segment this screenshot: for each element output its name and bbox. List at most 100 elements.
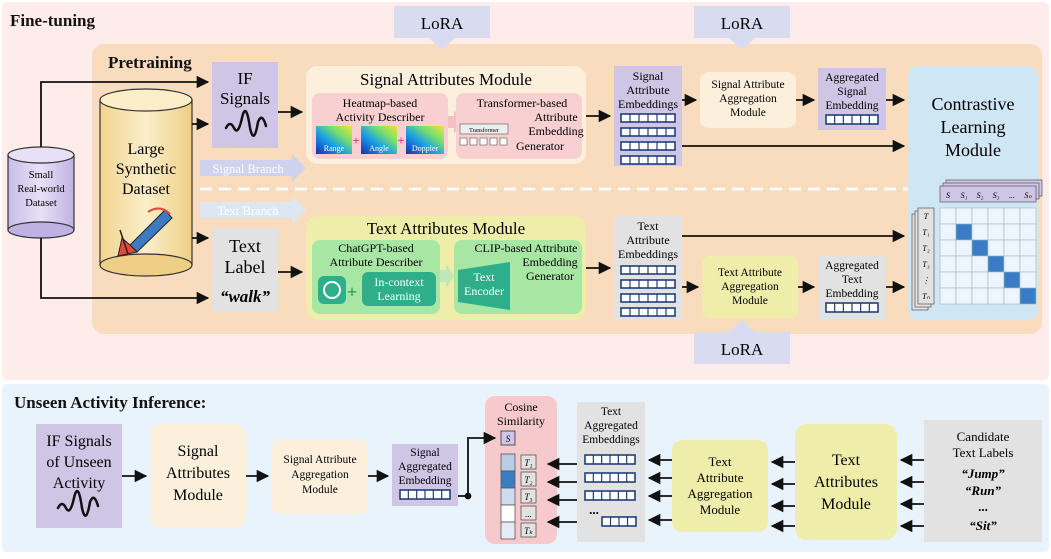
matrix-cell — [955, 255, 973, 273]
inf-signal-agg-module: Signal Attribute Aggregation Module — [272, 440, 368, 514]
svg-text:Module: Module — [302, 484, 338, 496]
matrix-s-label: ... — [1009, 191, 1015, 200]
svg-text:“Jump”: “Jump” — [961, 466, 1005, 481]
svg-text:Embeddings: Embeddings — [618, 97, 678, 111]
cosine-t-box — [520, 454, 537, 470]
matrix-s-label: Sₙ — [1024, 191, 1032, 200]
svg-text:Embeddings: Embeddings — [618, 247, 678, 261]
signal-module-title: Signal Attributes Module — [360, 70, 532, 89]
embedding-vector — [601, 516, 637, 527]
matrix-cell — [1003, 239, 1021, 257]
inf-text-module: Text Attributes Module — [795, 424, 897, 540]
transformer-generator-box — [456, 93, 582, 159]
matrix-cell — [987, 271, 1005, 289]
matrix-cell — [1019, 239, 1037, 257]
inf-signal-module: Signal Attributes Module — [150, 424, 246, 528]
svg-text:Learning: Learning — [377, 289, 420, 303]
cosine-t-label: Tₖ — [524, 526, 533, 536]
svg-text:+: + — [347, 282, 357, 302]
small-dataset-cylinder: Small Real-world Dataset — [7, 146, 75, 239]
svg-text:of Unseen: of Unseen — [46, 454, 111, 471]
svg-text:Module: Module — [173, 487, 223, 504]
matrix-cell — [1019, 287, 1037, 305]
matrix-cell — [939, 239, 957, 257]
svg-text:Attribute Describer: Attribute Describer — [330, 255, 423, 269]
svg-text:Doppler: Doppler — [412, 144, 439, 153]
matrix-cell — [1019, 223, 1037, 241]
matrix-t-label: T₂ — [922, 244, 929, 253]
inf-text-agg-embeddings: Text Aggregated Embeddings ... — [577, 402, 645, 542]
cosine-t-label: T₃ — [524, 492, 532, 502]
pretraining-title: Pretraining — [108, 53, 192, 72]
svg-text:Attribute: Attribute — [534, 110, 577, 124]
svg-text:...: ... — [978, 499, 988, 514]
matrix-cell — [971, 287, 989, 305]
svg-text:Text: Text — [637, 219, 659, 233]
matrix-cell — [987, 255, 1005, 273]
svg-text:Attribute: Attribute — [626, 233, 669, 247]
svg-text:Activity: Activity — [53, 475, 105, 492]
cosine-t-box — [520, 505, 537, 521]
text-label-example: “walk” — [220, 287, 271, 306]
svg-text:Text: Text — [473, 270, 495, 284]
matrix-cell — [955, 239, 973, 257]
cosine-cell — [500, 453, 516, 472]
svg-text:Transformer: Transformer — [469, 127, 499, 134]
svg-text:Cosine: Cosine — [504, 400, 537, 414]
matrix-cell — [1019, 207, 1037, 225]
contrastive-learning-module: Contrastive Learning Module STS₁T₁S₂T₂S₃… — [908, 66, 1043, 320]
svg-text:Text Branch: Text Branch — [217, 204, 279, 218]
large-dataset-cylinder: Large Synthetic Dataset — [99, 88, 193, 277]
aggregated-text-embedding: Aggregated Text Embedding — [818, 256, 886, 320]
matrix-cell — [987, 223, 1005, 241]
svg-text:Signal: Signal — [178, 443, 219, 460]
svg-text:...: ... — [589, 502, 599, 517]
large-dataset-line3: Dataset — [122, 181, 171, 198]
svg-text:Generator: Generator — [526, 269, 574, 283]
embedding-vector — [825, 114, 879, 125]
svg-text:Transformer-based: Transformer-based — [477, 96, 568, 110]
svg-text:Text Attribute: Text Attribute — [718, 267, 782, 279]
matrix-cell — [1003, 287, 1021, 305]
matrix-t-label: T₃ — [922, 260, 929, 269]
matrix-s-label: S₃ — [993, 191, 1000, 200]
text-attributes-module: Text Attributes Module ChatGPT-based Att… — [306, 216, 586, 320]
svg-text:Aggregation: Aggregation — [688, 486, 753, 501]
inf-text-vectors — [584, 454, 637, 527]
embedding-vector — [620, 279, 676, 289]
svg-text:Signal Attribute: Signal Attribute — [283, 454, 356, 466]
inf-signal-vector — [399, 489, 451, 500]
text-aggregation-module: Text Attribute Aggregation Module — [702, 256, 798, 318]
if-signals-box: IF Signals — [212, 62, 278, 148]
aggregated-signal-embedding: Aggregated Signal Embedding — [818, 68, 886, 130]
aggregated-text-vector — [825, 302, 879, 313]
matrix-cell — [939, 207, 957, 225]
small-dataset-line1: Small — [29, 170, 54, 181]
embedding-vector — [584, 490, 636, 501]
small-dataset-line3: Dataset — [25, 198, 57, 209]
matrix-cell — [971, 223, 989, 241]
lora-top-right: LoRA — [694, 6, 790, 50]
signal-aggregation-module: Signal Attribute Aggregation Module — [700, 72, 796, 128]
lora-top-left: LoRA — [394, 6, 490, 50]
matrix-s-label: S — [946, 191, 950, 200]
svg-text:Embedding: Embedding — [398, 475, 451, 487]
matrix-cell — [939, 255, 957, 273]
matrix-cell — [971, 271, 989, 289]
svg-text:Attributes: Attributes — [166, 465, 230, 482]
matrix-cell — [1019, 271, 1037, 289]
cosine-t-label: T₁ — [524, 458, 532, 468]
svg-text:Embedding: Embedding — [522, 255, 577, 269]
svg-text:Signal Branch: Signal Branch — [212, 162, 284, 176]
svg-text:Signals: Signals — [220, 89, 270, 108]
embedding-vector — [825, 302, 879, 313]
svg-text:Heatmap-based: Heatmap-based — [343, 96, 418, 110]
svg-text:Module: Module — [700, 502, 741, 517]
svg-text:Similarity: Similarity — [497, 414, 545, 428]
svg-text:Attributes: Attributes — [814, 474, 878, 491]
svg-text:CLIP-based Attribute: CLIP-based Attribute — [475, 241, 578, 255]
